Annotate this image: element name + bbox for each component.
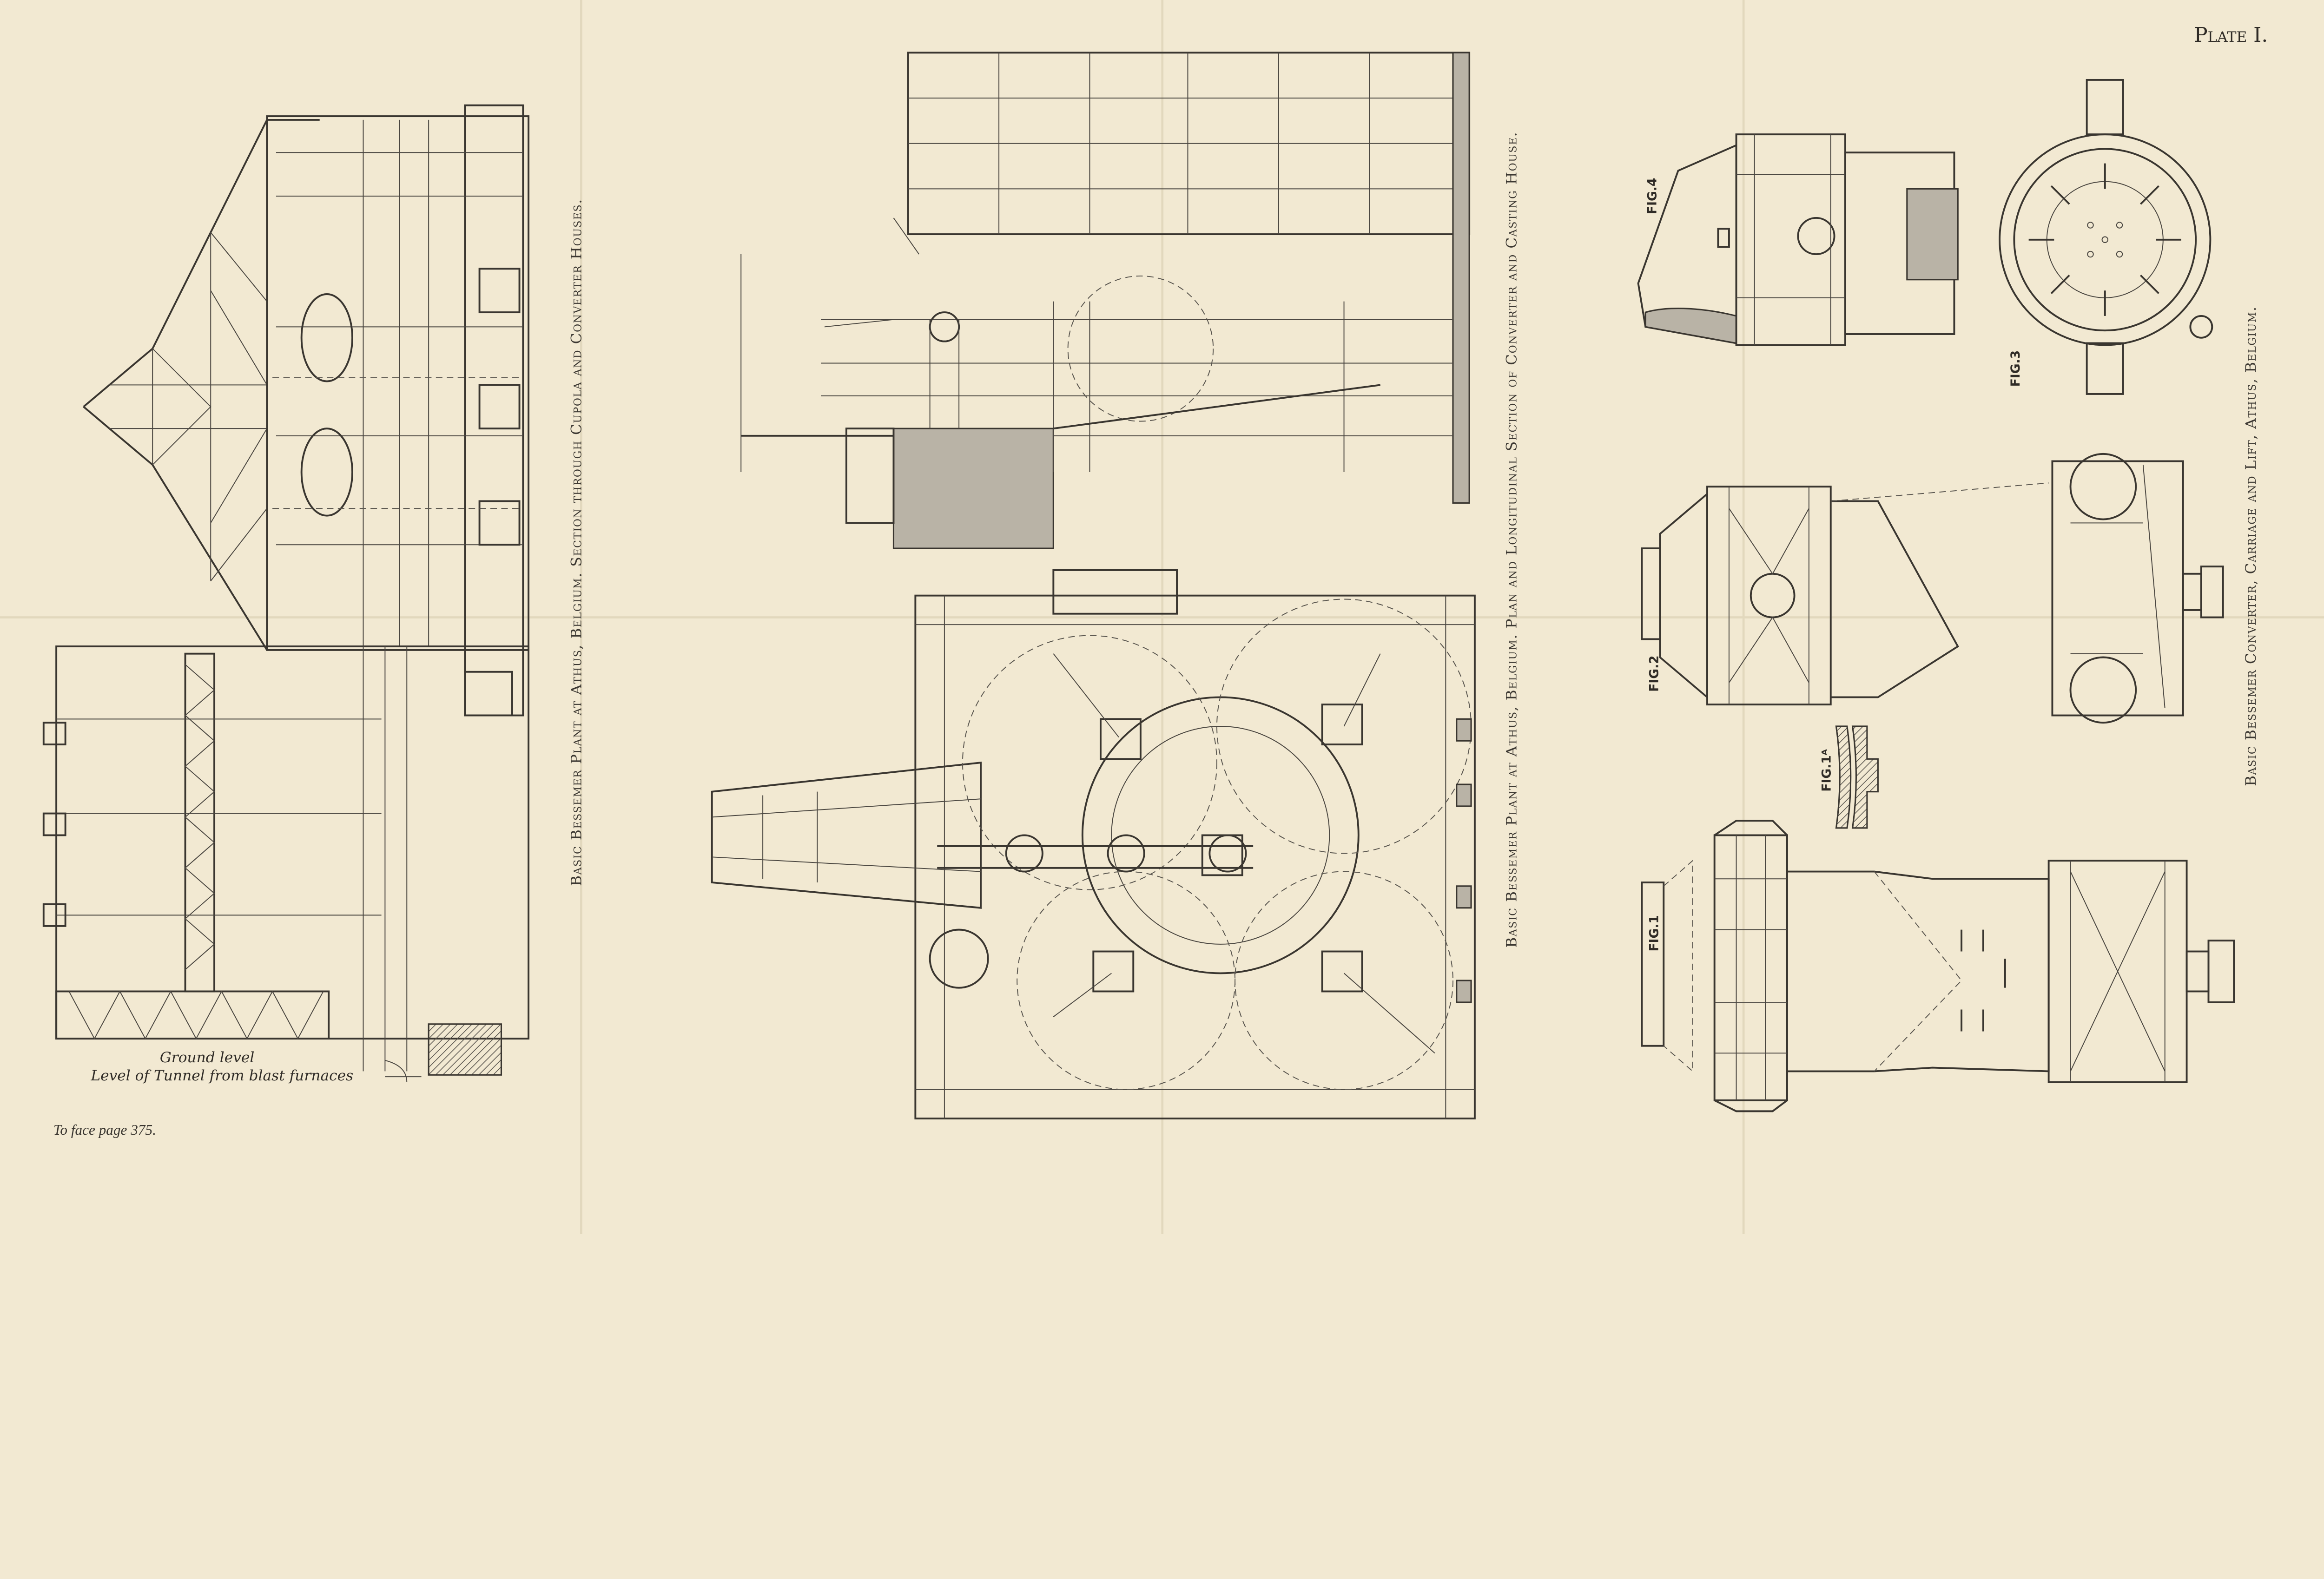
fig3-label: FIG.3 <box>2008 350 2023 387</box>
fig1a-label: FIG.1ᴬ <box>1820 749 1834 791</box>
cupola-converter-section-drawing <box>42 104 530 1082</box>
fig4-label: FIG.4 <box>1645 178 1660 214</box>
caption-cupola-section: Basic Bessemer Plant at Athus, Belgium. … <box>568 198 585 886</box>
engraved-plate: Ground level Level of Tunnel from blast … <box>0 0 2324 1234</box>
tunnel-level-label: Level of Tunnel from blast furnaces <box>90 1067 353 1084</box>
footer-note: To face page 375. <box>53 1122 156 1138</box>
fig4-converter-drawing <box>1637 133 1959 346</box>
fig2-label: FIG.2 <box>1647 655 1662 691</box>
fig2-converter-side-drawing <box>1641 453 2224 724</box>
fig3-converter-plan-drawing <box>1999 79 2213 395</box>
ground-level-label: Ground level <box>160 1049 255 1066</box>
plan-drawing <box>711 569 1476 1119</box>
fig1a-trunnion-section-drawing <box>1835 725 1879 829</box>
plate-label: Plate I. <box>2194 23 2268 47</box>
longitudinal-section-drawing <box>740 52 1471 549</box>
caption-converter: Basic Bessemer Converter, Carriage and L… <box>2243 306 2259 786</box>
fig1-converter-elevation-drawing <box>1641 820 2235 1112</box>
plate-drawing: Ground level Level of Tunnel from blast … <box>0 0 2324 1234</box>
caption-plan-section: Basic Bessemer Plant at Athus, Belgium. … <box>1504 132 1520 948</box>
fig1-label: FIG.1 <box>1647 915 1662 951</box>
